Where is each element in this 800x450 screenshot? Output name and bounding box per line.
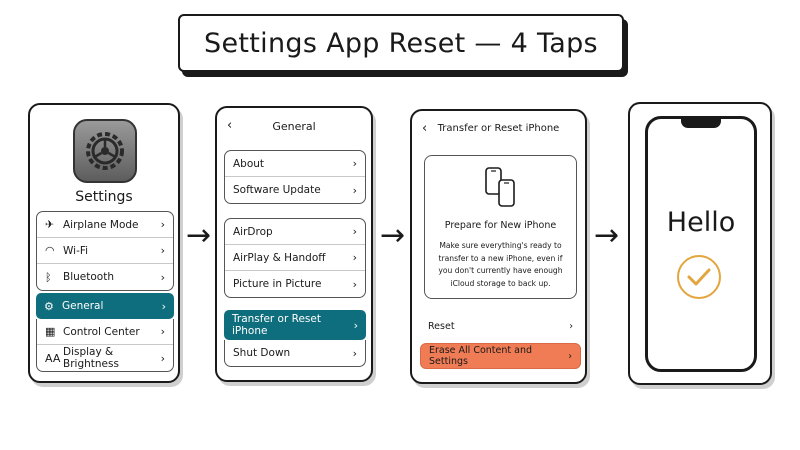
panel-settings: Settings ✈ Airplane Mode › ◠ Wi-Fi › ᛒ B… xyxy=(28,103,180,383)
panel-general: ‹ General About › Software Update › AirD… xyxy=(215,106,373,382)
chevron-right-icon: › xyxy=(352,346,357,360)
hello-text: Hello xyxy=(666,207,736,238)
row-label: AirPlay & Handoff xyxy=(233,251,326,264)
chevron-right-icon: › xyxy=(569,320,573,332)
general-group-info: About › Software Update › xyxy=(224,150,366,204)
chevron-right-icon: › xyxy=(353,318,358,332)
general-row-airplay-handoff[interactable]: AirPlay & Handoff › xyxy=(225,245,365,271)
bluetooth-icon: ᛒ xyxy=(45,270,52,284)
row-label: Picture in Picture xyxy=(233,278,322,290)
chevron-right-icon: › xyxy=(161,299,166,313)
general-row-shut-down[interactable]: Shut Down › xyxy=(225,340,365,366)
chevron-right-icon: › xyxy=(160,244,165,257)
chevron-right-icon: › xyxy=(352,157,357,170)
back-chevron-icon[interactable]: ‹ xyxy=(422,121,428,136)
row-label: Shut Down xyxy=(233,347,291,359)
chevron-right-icon: › xyxy=(160,351,165,365)
arrow-right-icon: → xyxy=(594,218,620,253)
general-row-transfer-reset[interactable]: Transfer or Reset iPhone › xyxy=(224,310,366,340)
erase-all-button[interactable]: Erase All Content and Settings › xyxy=(420,343,581,369)
row-label: Display & Brightness xyxy=(63,346,119,370)
phone-notch xyxy=(681,118,721,128)
title-banner: Settings App Reset — 4 Taps xyxy=(178,14,624,72)
transfer-reset-header: Transfer or Reset iPhone xyxy=(437,123,560,134)
row-label: Bluetooth xyxy=(63,271,114,283)
chevron-right-icon: › xyxy=(352,225,357,238)
settings-group-system: ⚙ General › ▦ Control Center › AA Displa… xyxy=(36,293,174,372)
settings-row-wifi[interactable]: ◠ Wi-Fi › xyxy=(37,238,173,264)
prepare-title: Prepare for New iPhone xyxy=(444,220,557,231)
checkmark-icon xyxy=(677,255,721,299)
gear-icon: ⚙ xyxy=(44,299,54,313)
row-label: Transfer or Reset iPhone xyxy=(232,313,321,337)
iphone-frame: Hello xyxy=(645,116,757,372)
panel-hello: Hello xyxy=(628,102,772,385)
reset-row[interactable]: Reset › xyxy=(420,313,581,339)
settings-app-icon[interactable] xyxy=(73,119,137,183)
airplane-icon: ✈ xyxy=(45,218,55,231)
chevron-right-icon: › xyxy=(352,183,357,197)
display-icon: AA xyxy=(45,351,61,365)
general-header: General xyxy=(272,120,316,133)
chevron-right-icon: › xyxy=(352,251,357,264)
general-group-reset: Transfer or Reset iPhone › Shut Down › xyxy=(224,310,366,367)
chevron-right-icon: › xyxy=(160,325,165,338)
chevron-right-icon: › xyxy=(568,350,572,362)
row-label: Software Update xyxy=(233,184,321,196)
settings-row-display-brightness[interactable]: AA Display & Brightness › xyxy=(37,345,173,371)
back-chevron-icon[interactable]: ‹ xyxy=(227,118,233,133)
panel-transfer-reset: ‹ Transfer or Reset iPhone Prepare for N… xyxy=(410,109,587,384)
prepare-new-iphone-card[interactable]: Prepare for New iPhone Make sure everyth… xyxy=(424,155,577,299)
settings-group-system-rest: ▦ Control Center › AA Display & Brightne… xyxy=(36,319,174,372)
row-label: Control Center xyxy=(63,325,140,338)
arrow-right-icon: → xyxy=(186,218,212,253)
row-label: Wi-Fi xyxy=(63,244,89,257)
general-group-reset-rest: Shut Down › xyxy=(224,340,366,367)
control-center-icon: ▦ xyxy=(45,325,56,338)
reset-label: Reset xyxy=(428,320,455,332)
settings-row-control-center[interactable]: ▦ Control Center › xyxy=(37,319,173,345)
wifi-icon: ◠ xyxy=(45,244,55,257)
arrow-right-icon: → xyxy=(380,218,406,253)
chevron-right-icon: › xyxy=(352,277,357,291)
row-label: Airplane Mode xyxy=(63,218,139,231)
chevron-right-icon: › xyxy=(160,270,165,284)
settings-row-bluetooth[interactable]: ᛒ Bluetooth › xyxy=(37,264,173,290)
gear-icon xyxy=(86,132,124,170)
settings-group-connectivity: ✈ Airplane Mode › ◠ Wi-Fi › ᛒ Bluetooth … xyxy=(36,211,174,291)
general-row-software-update[interactable]: Software Update › xyxy=(225,177,365,203)
row-label: General xyxy=(62,300,104,312)
prepare-description: Make sure everything's ready to transfer… xyxy=(438,241,563,288)
erase-label: Erase All Content and Settings xyxy=(429,345,533,367)
settings-row-general[interactable]: ⚙ General › xyxy=(36,293,174,319)
diagram-title: Settings App Reset — 4 Taps xyxy=(204,27,598,59)
general-row-about[interactable]: About › xyxy=(225,151,365,177)
row-label: About xyxy=(233,157,265,170)
settings-row-airplane-mode[interactable]: ✈ Airplane Mode › xyxy=(37,212,173,238)
general-row-airdrop[interactable]: AirDrop › xyxy=(225,219,365,245)
chevron-right-icon: › xyxy=(160,218,165,231)
general-group-sharing: AirDrop › AirPlay & Handoff › Picture in… xyxy=(224,218,366,298)
general-row-picture-in-picture[interactable]: Picture in Picture › xyxy=(225,271,365,297)
row-label: AirDrop xyxy=(233,225,273,238)
settings-label: Settings xyxy=(75,189,133,205)
phones-icon xyxy=(485,167,515,207)
